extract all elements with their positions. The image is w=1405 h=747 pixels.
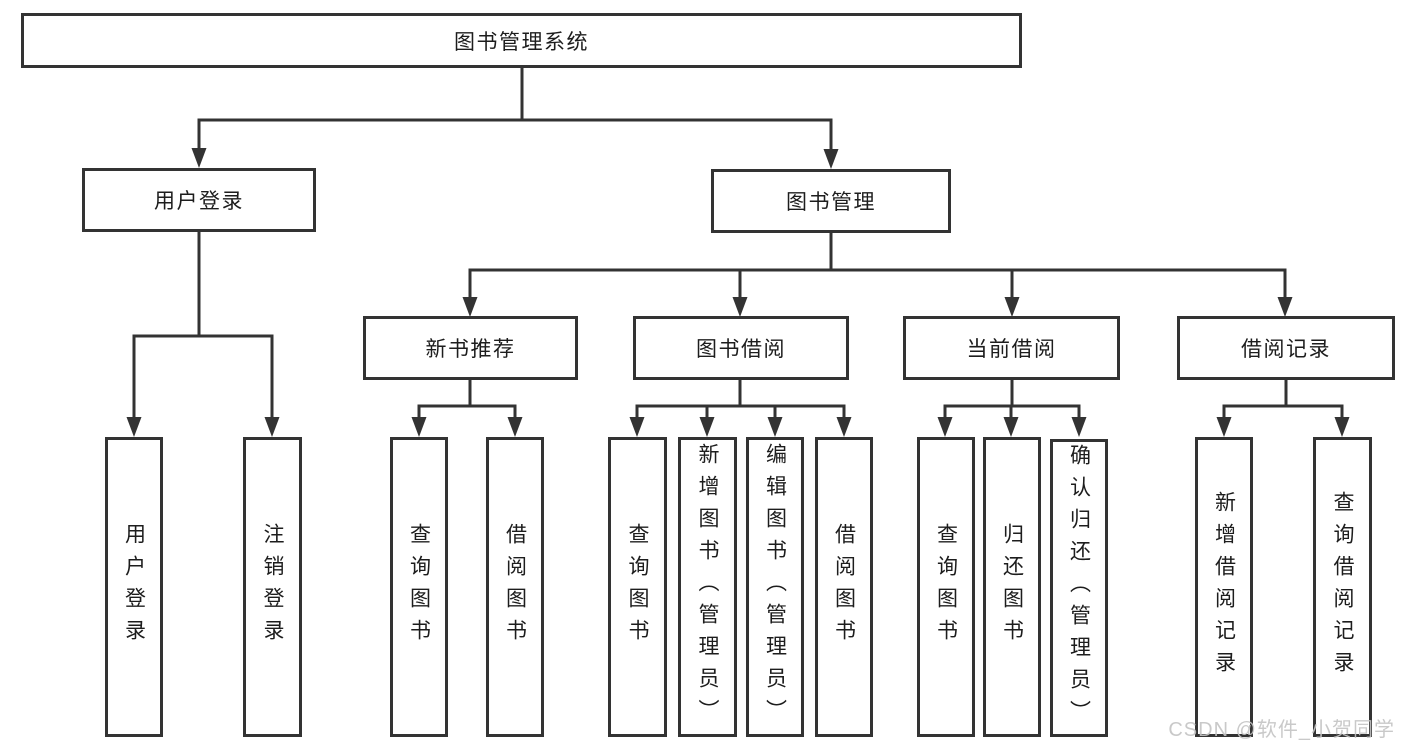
- leaf-confirm-return-admin: 确认归还（管理员）: [1050, 439, 1108, 737]
- node-borrowing-records: 借阅记录: [1177, 316, 1395, 380]
- leaf-add-borrow-record: 新增借阅记录: [1195, 437, 1253, 737]
- leaf-borrow-books-2: 借阅图书: [815, 437, 873, 737]
- node-label: 用户登录: [154, 190, 244, 213]
- leaf-label: 确认归还（管理员）: [1067, 444, 1091, 732]
- leaf-query-books-3: 查询图书: [917, 437, 975, 737]
- leaf-borrow-books-1: 借阅图书: [486, 437, 544, 737]
- node-label: 图书借阅: [696, 338, 786, 361]
- leaf-label: 注销登录: [261, 523, 285, 651]
- leaf-label: 用户登录: [122, 523, 146, 651]
- leaf-user-login: 用户登录: [105, 437, 163, 737]
- node-label: 借阅记录: [1241, 338, 1331, 361]
- leaf-add-book-admin: 新增图书（管理员）: [678, 437, 737, 737]
- leaf-label: 查询图书: [407, 523, 431, 651]
- leaf-label: 归还图书: [1000, 523, 1024, 651]
- node-current-borrowing: 当前借阅: [903, 316, 1120, 380]
- leaf-query-books-1: 查询图书: [390, 437, 448, 737]
- leaf-edit-book-admin: 编辑图书（管理员）: [746, 437, 804, 737]
- node-user-login: 用户登录: [82, 168, 316, 232]
- leaf-label: 编辑图书（管理员）: [763, 443, 787, 731]
- leaf-query-borrow-record: 查询借阅记录: [1313, 437, 1372, 737]
- leaf-query-books-2: 查询图书: [608, 437, 667, 737]
- node-book-management: 图书管理: [711, 169, 951, 233]
- leaf-label: 新增借阅记录: [1212, 491, 1236, 683]
- node-label: 图书管理: [786, 191, 876, 214]
- leaf-label: 查询图书: [626, 523, 650, 651]
- leaf-label: 查询借阅记录: [1331, 491, 1355, 683]
- leaf-logout: 注销登录: [243, 437, 302, 737]
- node-new-book-recommendation: 新书推荐: [363, 316, 578, 380]
- node-label: 当前借阅: [966, 338, 1057, 361]
- leaf-label: 借阅图书: [832, 523, 856, 651]
- node-library-management-system: 图书管理系统: [21, 13, 1022, 68]
- node-book-borrowing: 图书借阅: [633, 316, 849, 380]
- node-label: 新书推荐: [425, 338, 516, 361]
- node-label: 图书管理系统: [454, 30, 589, 54]
- leaf-label: 查询图书: [934, 523, 958, 651]
- leaf-return-book: 归还图书: [983, 437, 1041, 737]
- connector-path: [132, 66, 1344, 423]
- leaf-label: 借阅图书: [503, 523, 527, 651]
- leaf-label: 新增图书（管理员）: [696, 443, 720, 731]
